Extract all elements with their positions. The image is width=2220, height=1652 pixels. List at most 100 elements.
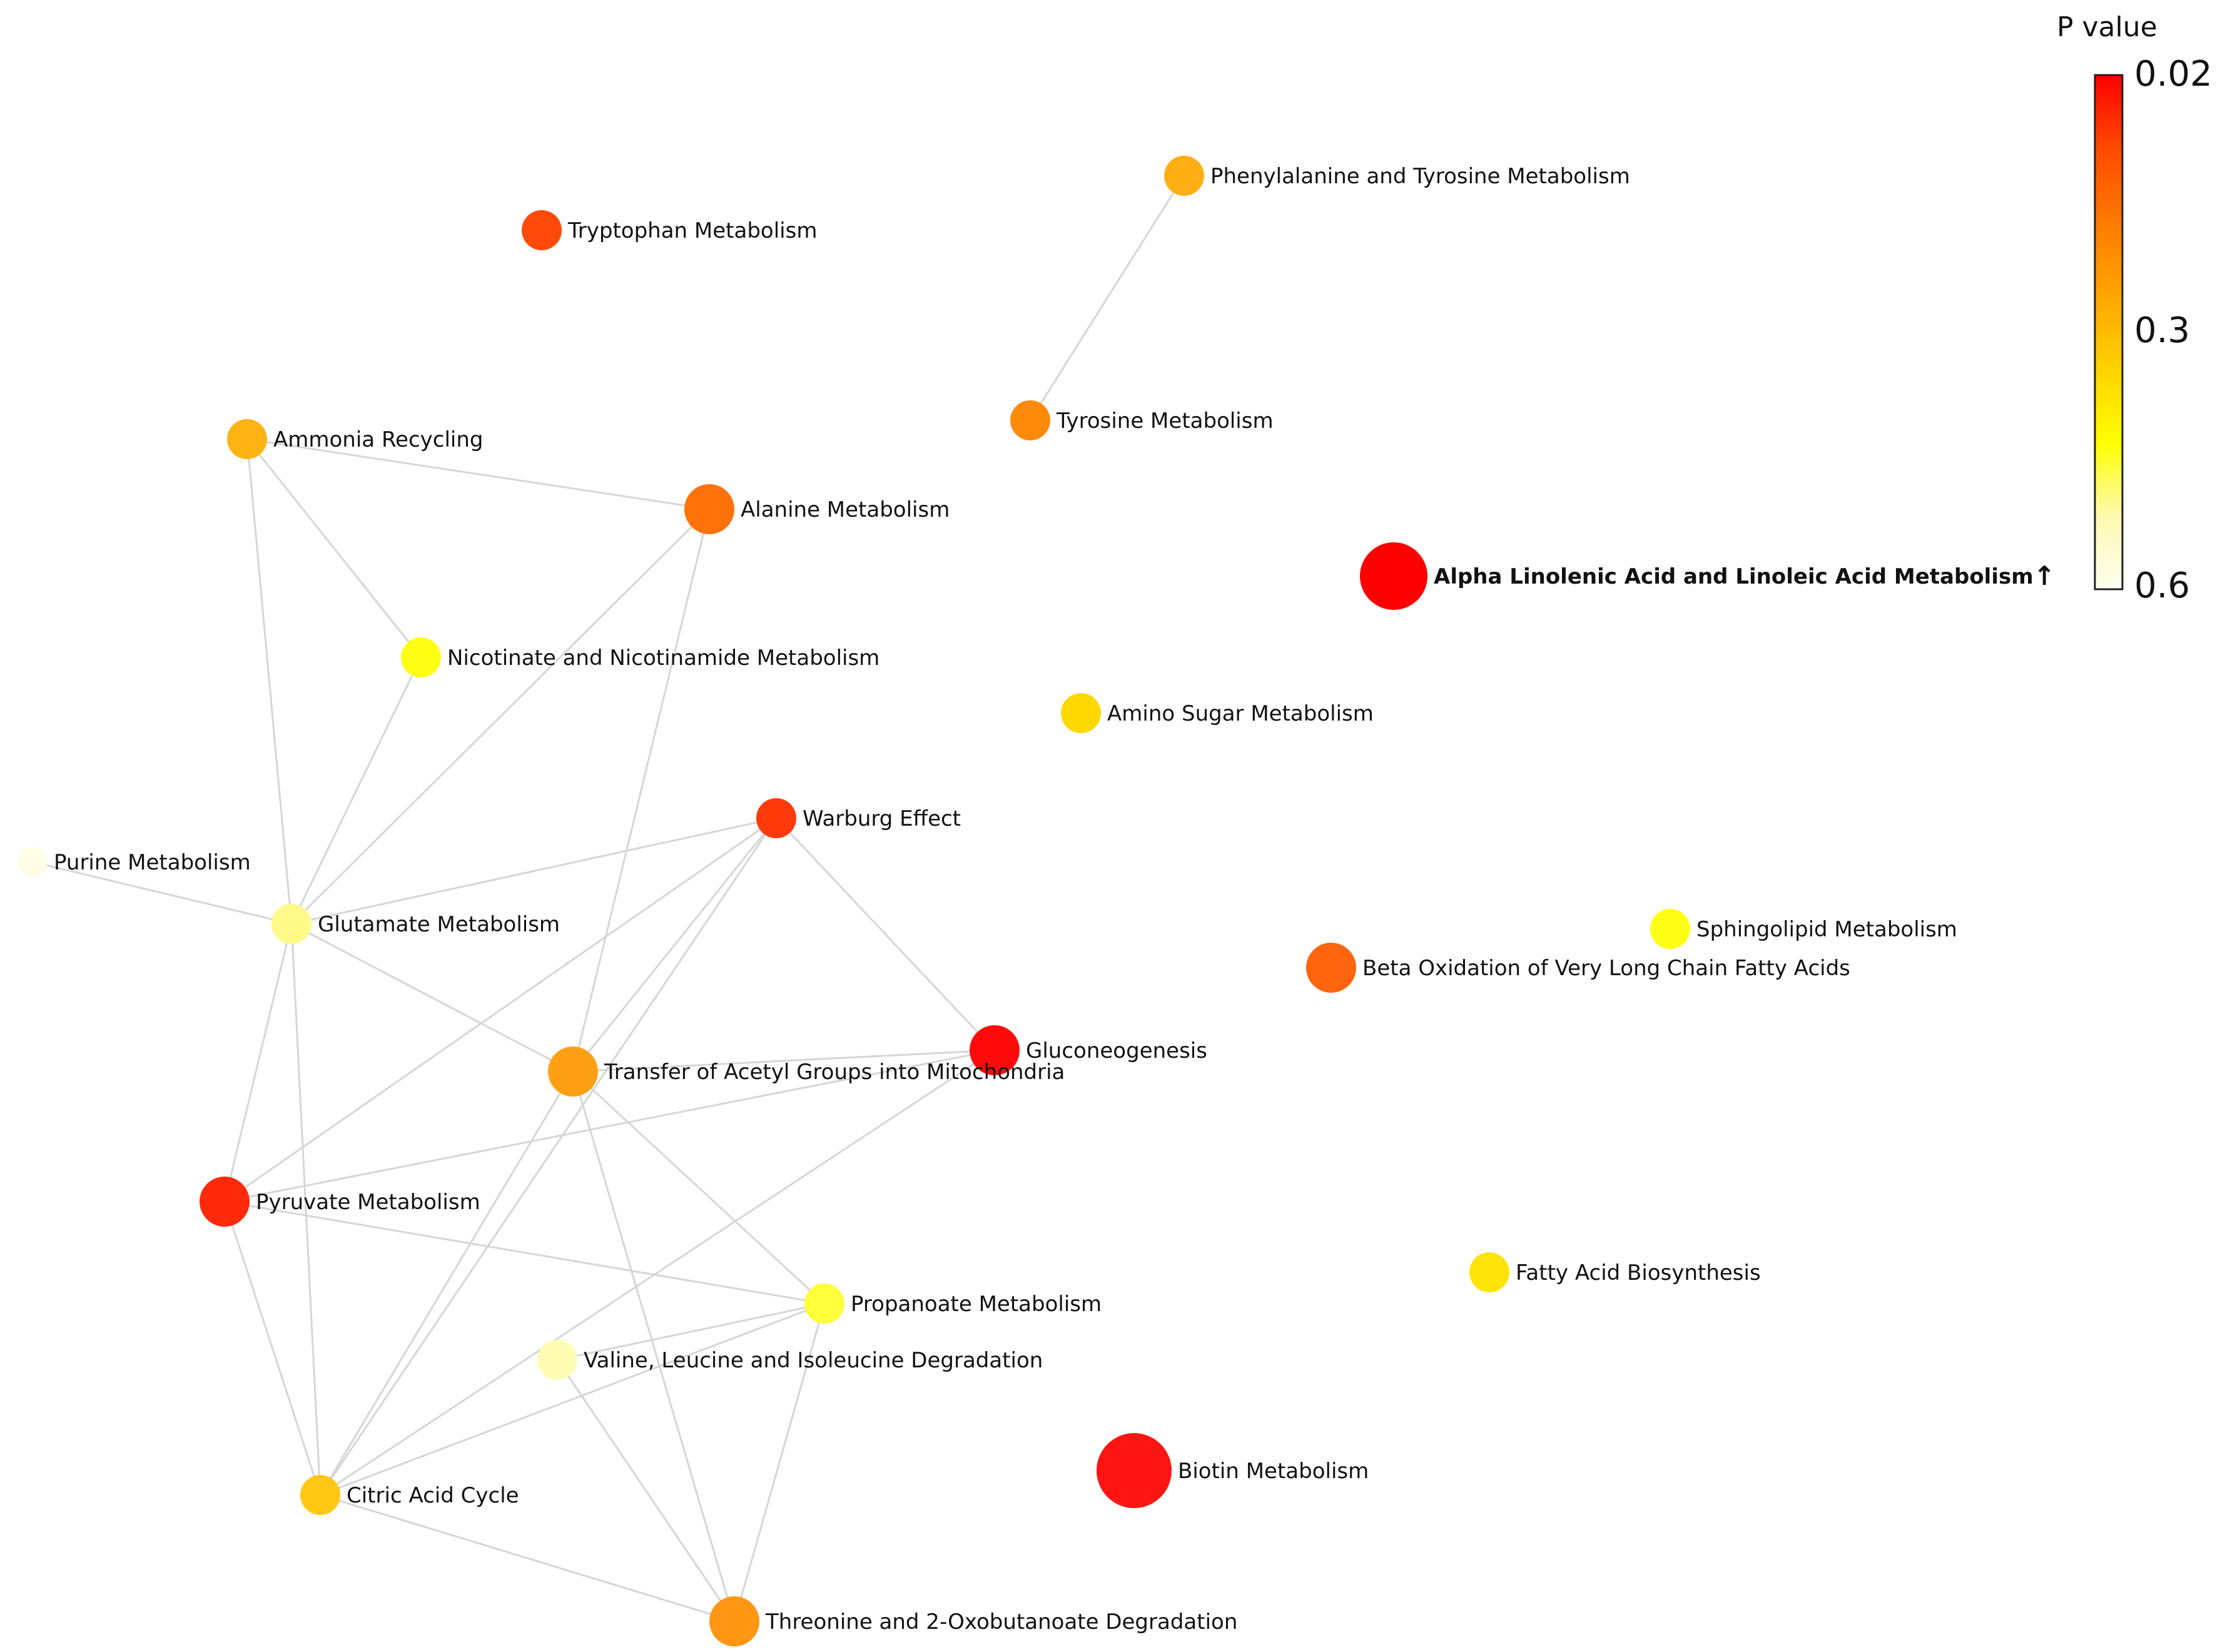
- node-circle-acetyl[interactable]: [548, 1046, 598, 1097]
- legend-title: P value: [2057, 11, 2157, 43]
- node-phenylalanine[interactable]: Phenylalanine and Tyrosine Metabolism: [1164, 156, 1630, 196]
- edge-warburg-gluconeo: [775, 817, 996, 1052]
- edge-alanine-glutamate: [290, 508, 711, 925]
- node-label-alpha: Alpha Linolenic Acid and Linoleic Acid M…: [1434, 560, 2055, 591]
- node-fattyacid[interactable]: Fatty Acid Biosynthesis: [1469, 1252, 1761, 1292]
- node-circle-gluconeo[interactable]: [970, 1025, 1020, 1075]
- node-label-glutamate: Glutamate Metabolism: [318, 912, 560, 937]
- node-alpha[interactable]: Alpha Linolenic Acid and Linoleic Acid M…: [1360, 542, 2055, 610]
- node-gluconeo[interactable]: Gluconeogenesis: [970, 1025, 1207, 1075]
- node-label-fattyacid: Fatty Acid Biosynthesis: [1516, 1260, 1761, 1285]
- edge-acetyl-gluconeo: [572, 1049, 995, 1073]
- node-propanoate[interactable]: Propanoate Metabolism: [804, 1284, 1102, 1324]
- node-label-nicotinate: Nicotinate and Nicotinamide Metabolism: [447, 646, 879, 671]
- node-label-tyrosine: Tyrosine Metabolism: [1056, 408, 1274, 433]
- edge-acetyl-propanoate: [572, 1070, 826, 1305]
- edge-propanoate-threonine: [733, 1303, 826, 1622]
- node-warburg[interactable]: Warburg Effect: [756, 798, 961, 838]
- edge-propanoate-citric: [320, 1302, 825, 1496]
- legend-tick-middle: 0.3: [2134, 310, 2190, 351]
- edge-glutamate-citric: [290, 923, 322, 1496]
- node-label-ammonia: Ammonia Recycling: [273, 427, 483, 452]
- node-label-threonine: Threonine and 2-Oxobutanoate Degradation: [765, 1609, 1237, 1634]
- node-label-citric: Citric Acid Cycle: [347, 1483, 519, 1508]
- edge-purine-glutamate: [32, 861, 292, 925]
- node-circle-alanine[interactable]: [684, 484, 734, 534]
- node-circle-nicotinate[interactable]: [401, 637, 441, 677]
- node-label-valine: Valine, Leucine and Isoleucine Degradati…: [584, 1348, 1043, 1373]
- p-value-legend: P value 0.02 0.3 0.6: [2057, 11, 2212, 606]
- node-pyruvate[interactable]: Pyruvate Metabolism: [200, 1177, 480, 1227]
- node-ammonia[interactable]: Ammonia Recycling: [227, 419, 483, 459]
- node-tryptophan[interactable]: Tryptophan Metabolism: [522, 210, 817, 250]
- node-purine[interactable]: Purine Metabolism: [18, 847, 251, 877]
- edge-warburg-pyruvate: [224, 817, 777, 1203]
- node-valine[interactable]: Valine, Leucine and Isoleucine Degradati…: [537, 1340, 1043, 1380]
- node-label-sphingolipid: Sphingolipid Metabolism: [1696, 917, 1957, 942]
- node-citric[interactable]: Citric Acid Cycle: [300, 1475, 519, 1515]
- up-arrow-icon: ↑: [2034, 560, 2055, 591]
- node-label-biotin: Biotin Metabolism: [1178, 1459, 1369, 1484]
- legend-tick-top: 0.02: [2134, 54, 2212, 94]
- node-nicotinate[interactable]: Nicotinate and Nicotinamide Metabolism: [401, 637, 879, 677]
- node-circle-sphingolipid[interactable]: [1650, 909, 1690, 949]
- legend-color-bar: [2094, 74, 2124, 590]
- node-tyrosine[interactable]: Tyrosine Metabolism: [1010, 400, 1274, 440]
- node-label-gluconeo: Gluconeogenesis: [1026, 1038, 1207, 1063]
- node-circle-phenylalanine[interactable]: [1164, 156, 1204, 196]
- node-circle-valine[interactable]: [537, 1340, 577, 1380]
- node-betaox[interactable]: Beta Oxidation of Very Long Chain Fatty …: [1306, 943, 1850, 993]
- node-circle-alpha[interactable]: [1360, 542, 1427, 610]
- node-label-aminosugar: Amino Sugar Metabolism: [1107, 701, 1374, 726]
- node-circle-betaox[interactable]: [1306, 943, 1356, 993]
- node-circle-fattyacid[interactable]: [1469, 1252, 1509, 1292]
- edge-acetyl-threonine: [572, 1071, 736, 1622]
- node-circle-pyruvate[interactable]: [200, 1177, 250, 1227]
- node-circle-tryptophan[interactable]: [522, 210, 562, 250]
- node-label-phenylalanine: Phenylalanine and Tyrosine Metabolism: [1210, 164, 1630, 189]
- edge-acetyl-citric: [319, 1071, 574, 1496]
- node-label-propanoate: Propanoate Metabolism: [851, 1292, 1102, 1317]
- network-nodes: Tryptophan Metabolism Phenylalanine and T…: [18, 156, 2055, 1646]
- edge-alanine-acetyl: [572, 509, 711, 1072]
- node-aminosugar[interactable]: Amino Sugar Metabolism: [1061, 693, 1374, 733]
- node-circle-citric[interactable]: [300, 1475, 340, 1515]
- edge-ammonia-alanine: [246, 438, 710, 510]
- network-edges: [32, 175, 1185, 1623]
- edge-ammonia-nicotinate: [246, 438, 422, 658]
- edge-warburg-citric: [319, 818, 778, 1496]
- node-label-betaox: Beta Oxidation of Very Long Chain Fatty …: [1362, 956, 1850, 981]
- node-label-purine: Purine Metabolism: [54, 850, 251, 875]
- node-label-tryptophan: Tryptophan Metabolism: [567, 218, 817, 243]
- node-biotin[interactable]: Biotin Metabolism: [1097, 1433, 1369, 1508]
- edge-nicotinate-glutamate: [290, 657, 422, 925]
- node-alanine[interactable]: Alanine Metabolism: [684, 484, 950, 534]
- node-circle-ammonia[interactable]: [227, 419, 267, 459]
- node-circle-biotin[interactable]: [1097, 1433, 1172, 1508]
- edge-gluconeo-citric: [320, 1049, 995, 1496]
- edge-pyruvate-citric: [223, 1201, 322, 1496]
- node-circle-warburg[interactable]: [756, 798, 796, 838]
- node-label-alanine: Alanine Metabolism: [741, 497, 950, 522]
- node-circle-propanoate[interactable]: [804, 1284, 844, 1324]
- edge-ammonia-glutamate: [246, 438, 293, 925]
- edge-pyruvate-gluconeo: [224, 1049, 995, 1203]
- node-sphingolipid[interactable]: Sphingolipid Metabolism: [1650, 909, 1957, 949]
- node-circle-glutamate[interactable]: [271, 904, 312, 944]
- edge-phenylalanine-tyrosine: [1029, 175, 1185, 421]
- edge-citric-threonine: [320, 1494, 735, 1623]
- legend-tick-bottom: 0.6: [2134, 565, 2190, 606]
- node-acetyl[interactable]: Transfer of Acetyl Groups into Mitochond…: [548, 1046, 1065, 1097]
- node-circle-aminosugar[interactable]: [1061, 693, 1101, 733]
- node-circle-threonine[interactable]: [709, 1596, 759, 1646]
- node-label-pyruvate: Pyruvate Metabolism: [256, 1190, 480, 1215]
- node-circle-purine[interactable]: [18, 847, 48, 877]
- node-label-warburg: Warburg Effect: [803, 806, 961, 831]
- edge-warburg-acetyl: [572, 818, 778, 1072]
- node-threonine[interactable]: Threonine and 2-Oxobutanoate Degradation: [709, 1596, 1237, 1646]
- node-glutamate[interactable]: Glutamate Metabolism: [271, 904, 560, 944]
- edge-warburg-glutamate: [291, 817, 777, 925]
- edge-glutamate-acetyl: [291, 923, 574, 1073]
- node-circle-tyrosine[interactable]: [1010, 400, 1050, 440]
